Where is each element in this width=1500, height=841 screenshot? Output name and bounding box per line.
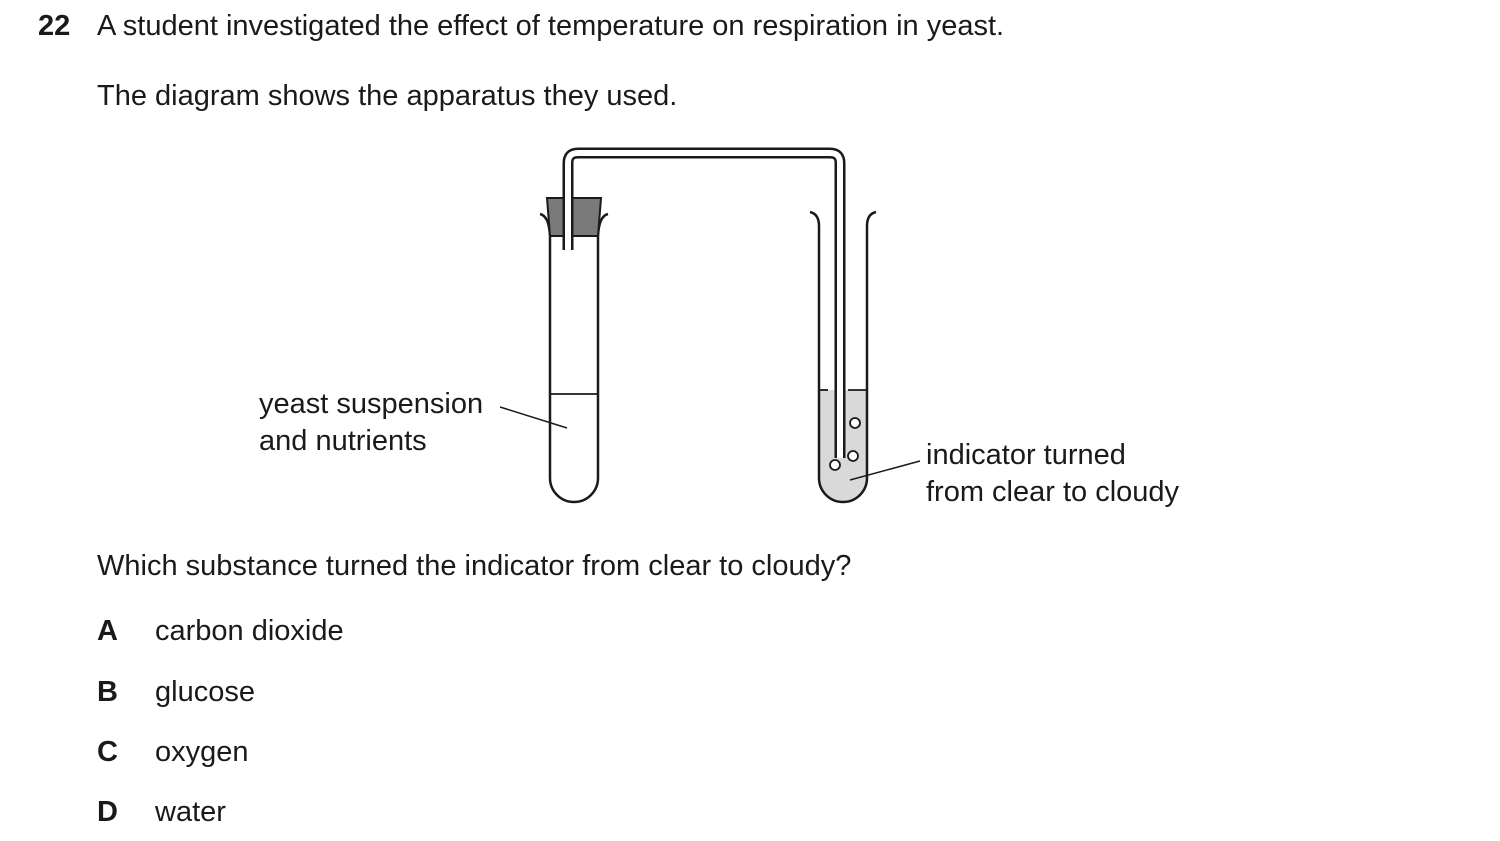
delivery-tube	[562, 147, 846, 460]
option-d-text: water	[155, 796, 226, 828]
option-c-text: oxygen	[155, 736, 249, 768]
yeast-suspension-label: yeast suspension and nutrients	[259, 388, 484, 457]
right-test-tube	[809, 210, 877, 504]
yeast-leader-line	[499, 406, 568, 429]
question-stem: A student investigated the effect of tem…	[97, 10, 1005, 42]
indicator-label: indicator turned from clear to cloudy	[926, 439, 1180, 508]
left-test-tube	[539, 212, 609, 504]
question-prompt: Which substance turned the indicator fro…	[97, 550, 852, 582]
option-c-letter: C	[97, 736, 118, 768]
indicator-leader-line	[849, 460, 921, 481]
option-a-letter: A	[97, 615, 118, 647]
option-d-letter: D	[97, 796, 118, 828]
diagram-intro: The diagram shows the apparatus they use…	[97, 80, 678, 112]
option-b-text: glucose	[155, 676, 255, 708]
option-a-text: carbon dioxide	[155, 615, 344, 647]
option-b-letter: B	[97, 676, 118, 708]
gas-bubbles	[829, 417, 861, 471]
rubber-bung	[545, 197, 603, 237]
question-number: 22	[38, 10, 71, 42]
